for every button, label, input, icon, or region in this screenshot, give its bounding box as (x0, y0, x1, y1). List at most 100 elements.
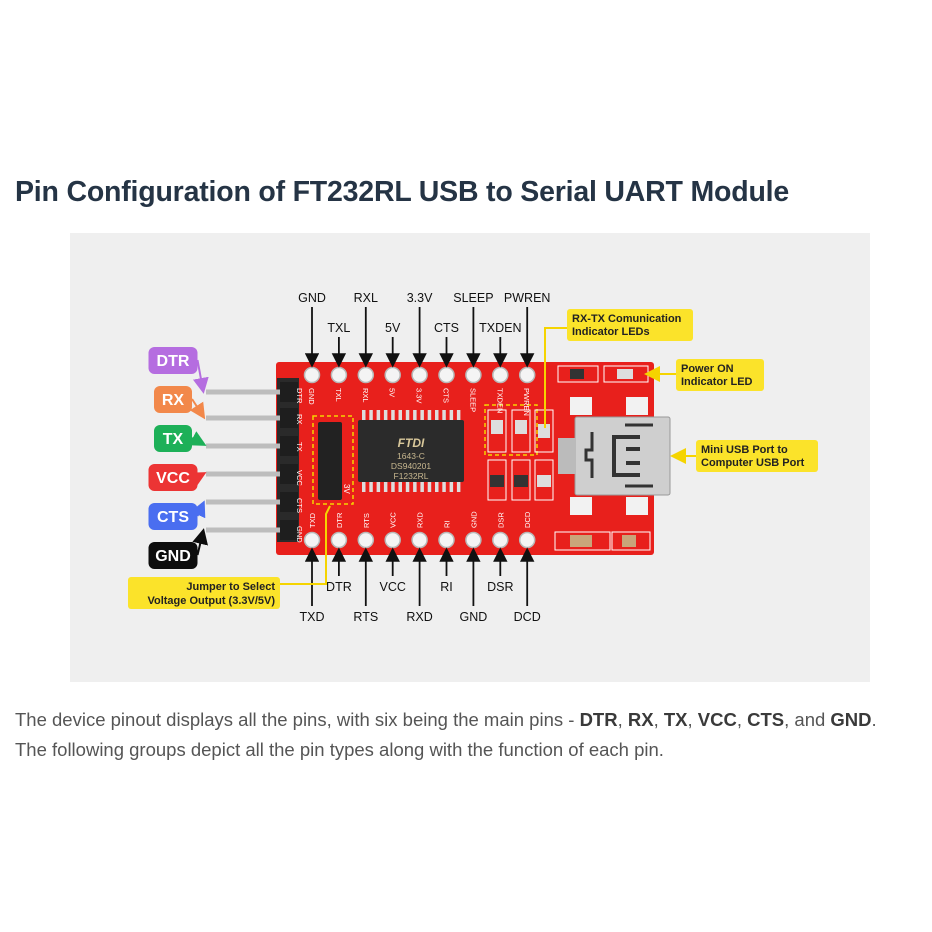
header-socket (280, 436, 298, 456)
pin-label-vcc: VCC (379, 580, 405, 594)
header-arrow (189, 398, 206, 420)
chip-leg (383, 410, 388, 420)
chip-leg (398, 410, 402, 420)
pinout-diagram-svg: FTDI 1643-C DS940201 F1232RL 3V (128, 291, 818, 624)
silkscreen-left-label: DTR (295, 388, 304, 404)
chip-leg (427, 482, 432, 492)
header-badge-label: CTS (157, 509, 189, 526)
sep: . (871, 709, 877, 730)
mini-usb-port (558, 416, 671, 496)
header-pin (206, 527, 296, 533)
chip-leg (369, 410, 373, 420)
pinout-diagram: FTDI 1643-C DS940201 F1232RL 3V (70, 233, 870, 682)
sep: , (653, 709, 664, 730)
silkscreen-left-label: TX (295, 442, 304, 452)
header-badge-label: DTR (157, 353, 190, 370)
header-pin (206, 499, 296, 505)
pin-hole-bottom (465, 531, 482, 549)
chip-leg (427, 410, 432, 420)
silkscreen-top-label: TXL (334, 388, 343, 402)
pin-label-pwren: PWREN (504, 291, 551, 305)
header-pin (206, 389, 296, 395)
callout-power-line-1: Power ON (681, 363, 734, 375)
header-arrow (192, 528, 208, 556)
callout-usb-line-1: Mini USB Port to (701, 444, 788, 456)
silkscreen-left-label: RX (295, 414, 304, 424)
header-badge-vcc (148, 464, 198, 491)
chip-leg (435, 410, 439, 420)
pin-label-cts: CTS (434, 321, 459, 335)
header-pin (206, 415, 296, 421)
chip-leg (456, 410, 461, 420)
silkscreen-bottom-label: VCC (389, 512, 398, 528)
chip-leg (442, 410, 446, 420)
silkscreen-top-label: GND (307, 388, 316, 405)
silkscreen-bottom-label: TXD (308, 512, 317, 528)
pin-hole-top (330, 366, 348, 384)
header-socket (280, 464, 298, 484)
callout-usb-port: Mini USB Port to Computer USB Port (670, 440, 818, 472)
silkscreen-bottom-label: DTR (335, 512, 344, 528)
pin-label-rxl: RXL (354, 291, 378, 305)
header-pin (206, 443, 296, 449)
pin-hole-bottom (492, 531, 509, 549)
chip-line-1: 1643-C (397, 451, 425, 461)
pin-label-txden: TXDEN (479, 321, 521, 335)
header-badge-tx (154, 425, 192, 452)
pin-hole-top (465, 366, 482, 384)
silkscreen-top-label: 3.3V (415, 388, 424, 403)
smd-components (487, 365, 651, 551)
pin-label-txd: TXD (300, 610, 325, 624)
chip-line-3: F1232RL (394, 471, 429, 481)
header-badge-dtr (148, 347, 198, 374)
chip-leg (405, 410, 410, 420)
chip-leg (398, 482, 402, 492)
pin-hole-bottom (357, 531, 375, 549)
chip-leg (449, 482, 454, 492)
silkscreen-bottom-label: RXD (416, 512, 425, 528)
jumper-highlight (312, 415, 354, 505)
header-badge-label: RX (162, 392, 185, 409)
header-socket (280, 492, 298, 512)
silkscreen-left-label: GND (295, 526, 304, 543)
led-highlight (484, 404, 538, 456)
pin-label-dcd: DCD (514, 610, 541, 624)
pin-hole-bottom (330, 531, 348, 549)
pin-label-5v: 5V (385, 321, 401, 335)
pin-hole-bottom (384, 531, 401, 549)
paragraph-text-2: The following groups depict all the pin … (15, 739, 664, 760)
header-arrow (188, 431, 207, 446)
silkscreen-bottom-label: RTS (362, 513, 371, 528)
silkscreen-top-label: RXL (361, 388, 370, 403)
header-arrow (188, 472, 207, 487)
pin-dtr: DTR (579, 709, 618, 730)
header-arrow (190, 500, 206, 519)
pin-label-dtr: DTR (326, 580, 352, 594)
pin-hole-top (411, 366, 428, 384)
pin-hole-top (303, 366, 321, 384)
chip-leg (420, 410, 424, 420)
jumper (318, 422, 342, 500)
pin-label-gnd: GND (298, 291, 326, 305)
silkscreen-top-label: CTS (442, 388, 451, 403)
silkscreen-top-label: SLEEP (468, 388, 477, 412)
callout-usb-line-2: Computer USB Port (701, 457, 805, 469)
header-badge-label: TX (163, 431, 184, 448)
header-socket (280, 408, 298, 428)
header-badge-cts (148, 503, 198, 530)
sep: , and (784, 709, 831, 730)
chip-leg (391, 482, 395, 492)
pin-hole-top (384, 366, 401, 384)
chip-brand: FTDI (398, 436, 425, 450)
chip-leg (435, 482, 439, 492)
pin-label-dsr: DSR (487, 580, 513, 594)
pin-hole-bottom (438, 531, 455, 549)
pin-tx: TX (663, 709, 688, 730)
chip-leg (413, 410, 417, 420)
silkscreen-bottom-label: DSR (496, 512, 505, 528)
chip-leg (362, 482, 366, 492)
pin-hole-top (438, 366, 455, 384)
pin-label-txl: TXL (327, 321, 350, 335)
silkscreen-left-label: CTS (295, 498, 304, 513)
sep: , (687, 709, 698, 730)
